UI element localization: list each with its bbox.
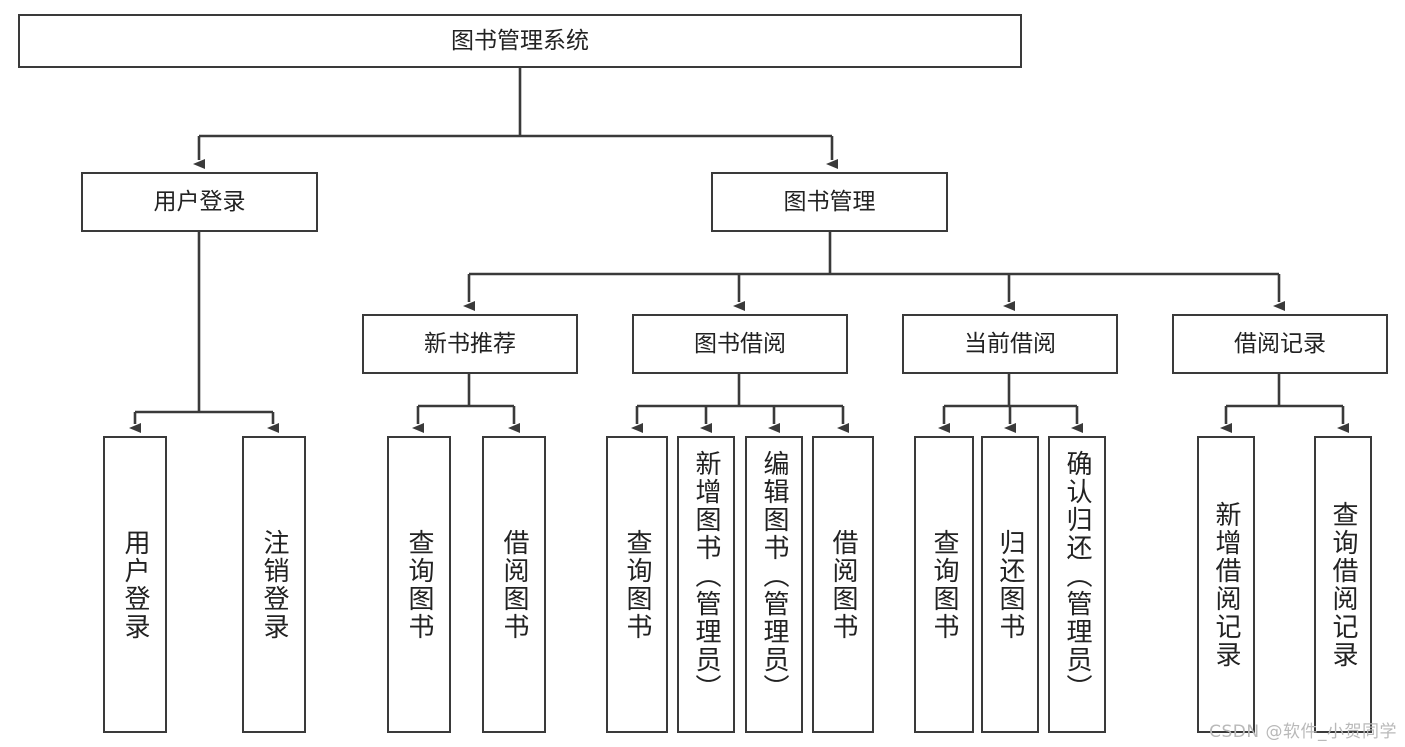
leaf-edit-book-admin-label: 编辑图书（管理员） xyxy=(759,450,789,702)
leaf-borrow-book[interactable]: 借阅图书 xyxy=(812,436,874,733)
leaf-new-book-query-label: 查询图书 xyxy=(404,528,434,641)
leaf-logout-label: 注销登录 xyxy=(259,528,289,641)
leaf-current-query-label: 查询图书 xyxy=(929,528,959,641)
node-borrow-record[interactable]: 借阅记录 xyxy=(1172,314,1388,374)
node-book-manage[interactable]: 图书管理 xyxy=(711,172,948,232)
leaf-query-borrow-record-label: 查询借阅记录 xyxy=(1328,500,1358,669)
leaf-add-borrow-record[interactable]: 新增借阅记录 xyxy=(1197,436,1255,733)
leaf-query-borrow-record[interactable]: 查询借阅记录 xyxy=(1314,436,1372,733)
leaf-new-book-borrow[interactable]: 借阅图书 xyxy=(482,436,546,733)
leaf-logout[interactable]: 注销登录 xyxy=(242,436,306,733)
node-book-manage-label: 图书管理 xyxy=(783,188,876,215)
node-root[interactable]: 图书管理系统 xyxy=(18,14,1022,68)
leaf-return-book-label: 归还图书 xyxy=(995,528,1025,641)
leaf-edit-book-admin[interactable]: 编辑图书（管理员） xyxy=(745,436,803,733)
node-user-login-label: 用户登录 xyxy=(153,188,246,215)
node-new-book-recommend[interactable]: 新书推荐 xyxy=(362,314,578,374)
node-borrow-record-label: 借阅记录 xyxy=(1234,330,1326,357)
leaf-add-book-admin[interactable]: 新增图书（管理员） xyxy=(677,436,735,733)
csdn-watermark: CSDN @软件_小贺同学 xyxy=(1209,722,1397,742)
leaf-add-borrow-record-label: 新增借阅记录 xyxy=(1211,500,1241,669)
leaf-borrow-book-label: 借阅图书 xyxy=(828,528,858,641)
leaf-new-book-query[interactable]: 查询图书 xyxy=(387,436,451,733)
leaf-borrow-query[interactable]: 查询图书 xyxy=(606,436,668,733)
leaf-borrow-query-label: 查询图书 xyxy=(622,528,652,641)
node-book-borrow-label: 图书借阅 xyxy=(694,330,786,357)
node-current-borrow[interactable]: 当前借阅 xyxy=(902,314,1118,374)
leaf-user-login[interactable]: 用户登录 xyxy=(103,436,167,733)
leaf-return-book[interactable]: 归还图书 xyxy=(981,436,1039,733)
leaf-current-query[interactable]: 查询图书 xyxy=(914,436,974,733)
node-book-borrow[interactable]: 图书借阅 xyxy=(632,314,848,374)
leaf-user-login-label: 用户登录 xyxy=(120,528,150,641)
leaf-confirm-return-admin[interactable]: 确认归还（管理员） xyxy=(1048,436,1106,733)
node-root-label: 图书管理系统 xyxy=(451,27,589,54)
leaf-add-book-admin-label: 新增图书（管理员） xyxy=(691,450,721,702)
leaf-confirm-return-admin-label: 确认归还（管理员） xyxy=(1062,450,1092,702)
leaf-new-book-borrow-label: 借阅图书 xyxy=(499,528,529,641)
node-current-borrow-label: 当前借阅 xyxy=(964,330,1056,357)
node-new-book-recommend-label: 新书推荐 xyxy=(424,330,516,357)
node-user-login[interactable]: 用户登录 xyxy=(81,172,318,232)
